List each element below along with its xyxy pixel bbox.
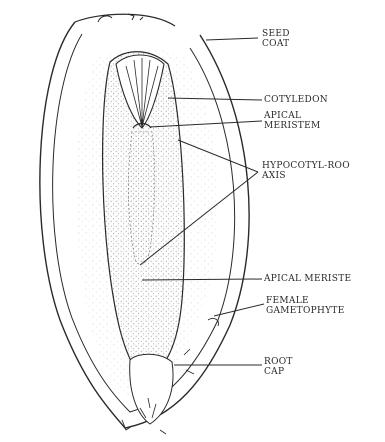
label-seed-coat-line1: SEED [262,29,290,39]
label-root-cap-line1: ROOT [264,357,293,367]
label-root-cap: ROOT CAP [264,357,293,377]
label-root-cap-line2: CAP [264,367,293,377]
label-seed-coat-line2: COAT [262,39,290,49]
seed-coat-top [75,14,175,26]
label-female-gametophyte-line1: FEMALE [266,296,345,306]
label-hypocotyl-root-axis-line2: AXIS [262,171,350,181]
label-apical-meristem-top-line1: APICAL [264,111,320,121]
label-female-gametophyte-line2: GAMETOPHYTE [266,306,345,316]
label-apical-meristem-bottom: APICAL MERISTE [264,274,351,284]
label-hypocotyl-root-axis-line1: HYPOCOTYL-ROO [262,161,350,171]
label-apical-meristem-top: APICAL MERISTEM [264,111,320,131]
label-cotyledon: COTYLEDON [264,95,328,105]
label-seed-coat: SEED COAT [262,29,290,49]
root-cap [130,354,173,424]
label-apical-meristem-bottom-line1: APICAL MERISTE [264,274,351,284]
leader-seed-coat [206,38,258,40]
label-hypocotyl-root-axis: HYPOCOTYL-ROO AXIS [262,161,350,181]
label-cotyledon-line1: COTYLEDON [264,95,328,105]
label-apical-meristem-top-line2: MERISTEM [264,121,320,131]
label-female-gametophyte: FEMALE GAMETOPHYTE [266,296,345,316]
